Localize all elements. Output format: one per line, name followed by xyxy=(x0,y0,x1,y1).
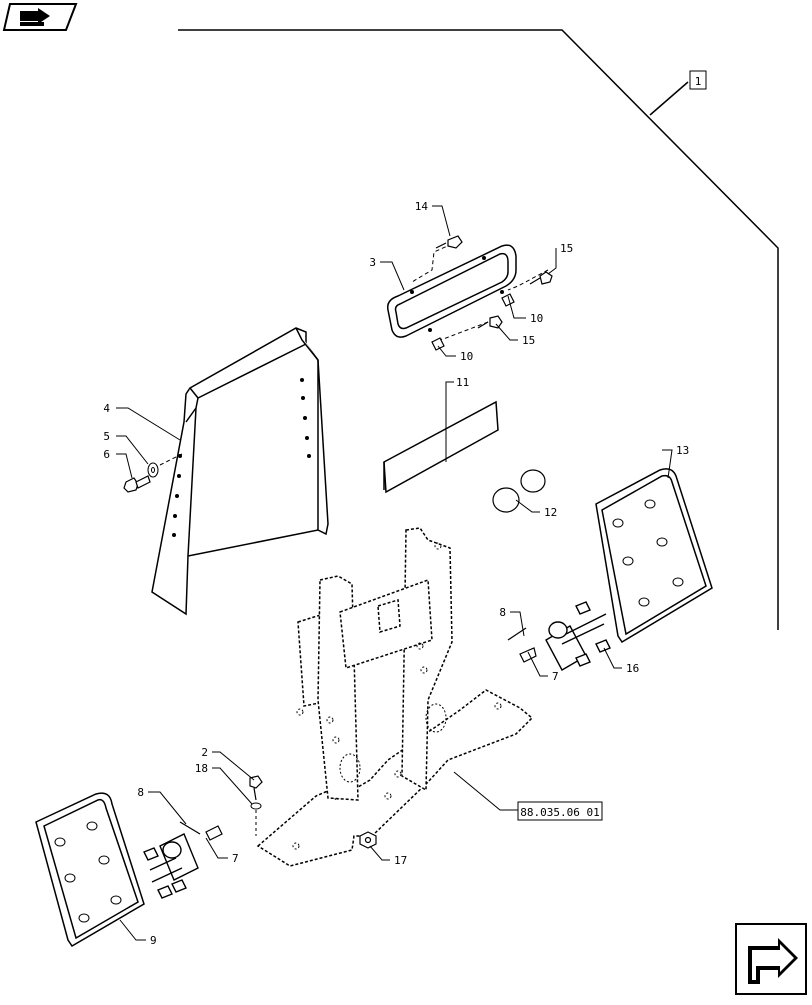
part-15-bolt-lower xyxy=(477,315,503,329)
right-pin-bolt xyxy=(507,627,537,663)
assembly-bracket xyxy=(178,29,779,630)
part-5-washer xyxy=(147,462,159,478)
callout-15-lower: 15 xyxy=(522,334,535,347)
callout-12: 12 xyxy=(544,506,557,519)
part-2-bolt xyxy=(249,775,263,801)
callout-10-lower: 10 xyxy=(460,350,473,363)
callout-15-upper: 15 xyxy=(560,242,573,255)
right-footplate-holes xyxy=(612,499,684,607)
part-11-strip xyxy=(383,400,499,494)
part-15-bolt-upper xyxy=(529,271,553,285)
part-4-rear-panel xyxy=(151,327,329,616)
reference-callout[interactable]: 88.035.06 01 xyxy=(520,806,599,819)
callout-3: 3 xyxy=(369,256,376,269)
part-14-bolt xyxy=(435,235,463,249)
left-pivot-bracket xyxy=(143,833,199,899)
part-9-left-footplate xyxy=(35,792,145,948)
callout-4: 4 xyxy=(103,402,110,415)
callout-8-left: 8 xyxy=(137,786,144,799)
part-6-bolt xyxy=(123,475,151,493)
callout-18: 18 xyxy=(195,762,208,775)
callout-2: 2 xyxy=(201,746,208,759)
part-10-clip-upper xyxy=(501,293,515,307)
callout-7-left: 7 xyxy=(232,852,239,865)
assembly-label: 1 xyxy=(695,75,702,88)
callout-5: 5 xyxy=(103,430,110,443)
callout-16: 16 xyxy=(626,662,639,675)
part-17-nut xyxy=(359,831,377,849)
callout-17: 17 xyxy=(394,854,407,867)
left-pin-bolt xyxy=(179,821,223,841)
right-pivot-bracket xyxy=(545,601,611,671)
part-13-right-footplate xyxy=(595,468,713,644)
handle-mounting-holes xyxy=(410,256,504,332)
callout-14: 14 xyxy=(415,200,429,213)
callout-13: 13 xyxy=(676,444,689,457)
callout-9: 9 xyxy=(150,934,157,947)
callout-7-right: 7 xyxy=(552,670,559,683)
callout-8-right: 8 xyxy=(499,606,506,619)
part-12-decals xyxy=(492,469,546,513)
main-frame xyxy=(256,527,534,867)
leader-lines xyxy=(116,205,673,941)
book-arrow-icon[interactable] xyxy=(2,3,78,31)
rear-panel-holes xyxy=(172,378,311,537)
callout-6: 6 xyxy=(103,448,110,461)
part-18-washer xyxy=(250,802,262,810)
handle-dashed-axes xyxy=(411,243,549,343)
next-page-arrow-icon[interactable] xyxy=(735,923,807,995)
left-footplate-holes xyxy=(54,821,122,923)
part-10-clip-lower xyxy=(431,337,445,351)
callout-numbers: 4 5 6 3 14 15 10 15 10 11 12 13 16 8 7 2… xyxy=(103,200,689,947)
callout-11: 11 xyxy=(456,376,469,389)
main-frame-holes xyxy=(292,542,502,850)
callout-10-upper: 10 xyxy=(530,312,543,325)
part-3-handle xyxy=(386,244,517,338)
assembly-label-box xyxy=(689,70,707,90)
reference-callout-box[interactable] xyxy=(517,801,603,821)
